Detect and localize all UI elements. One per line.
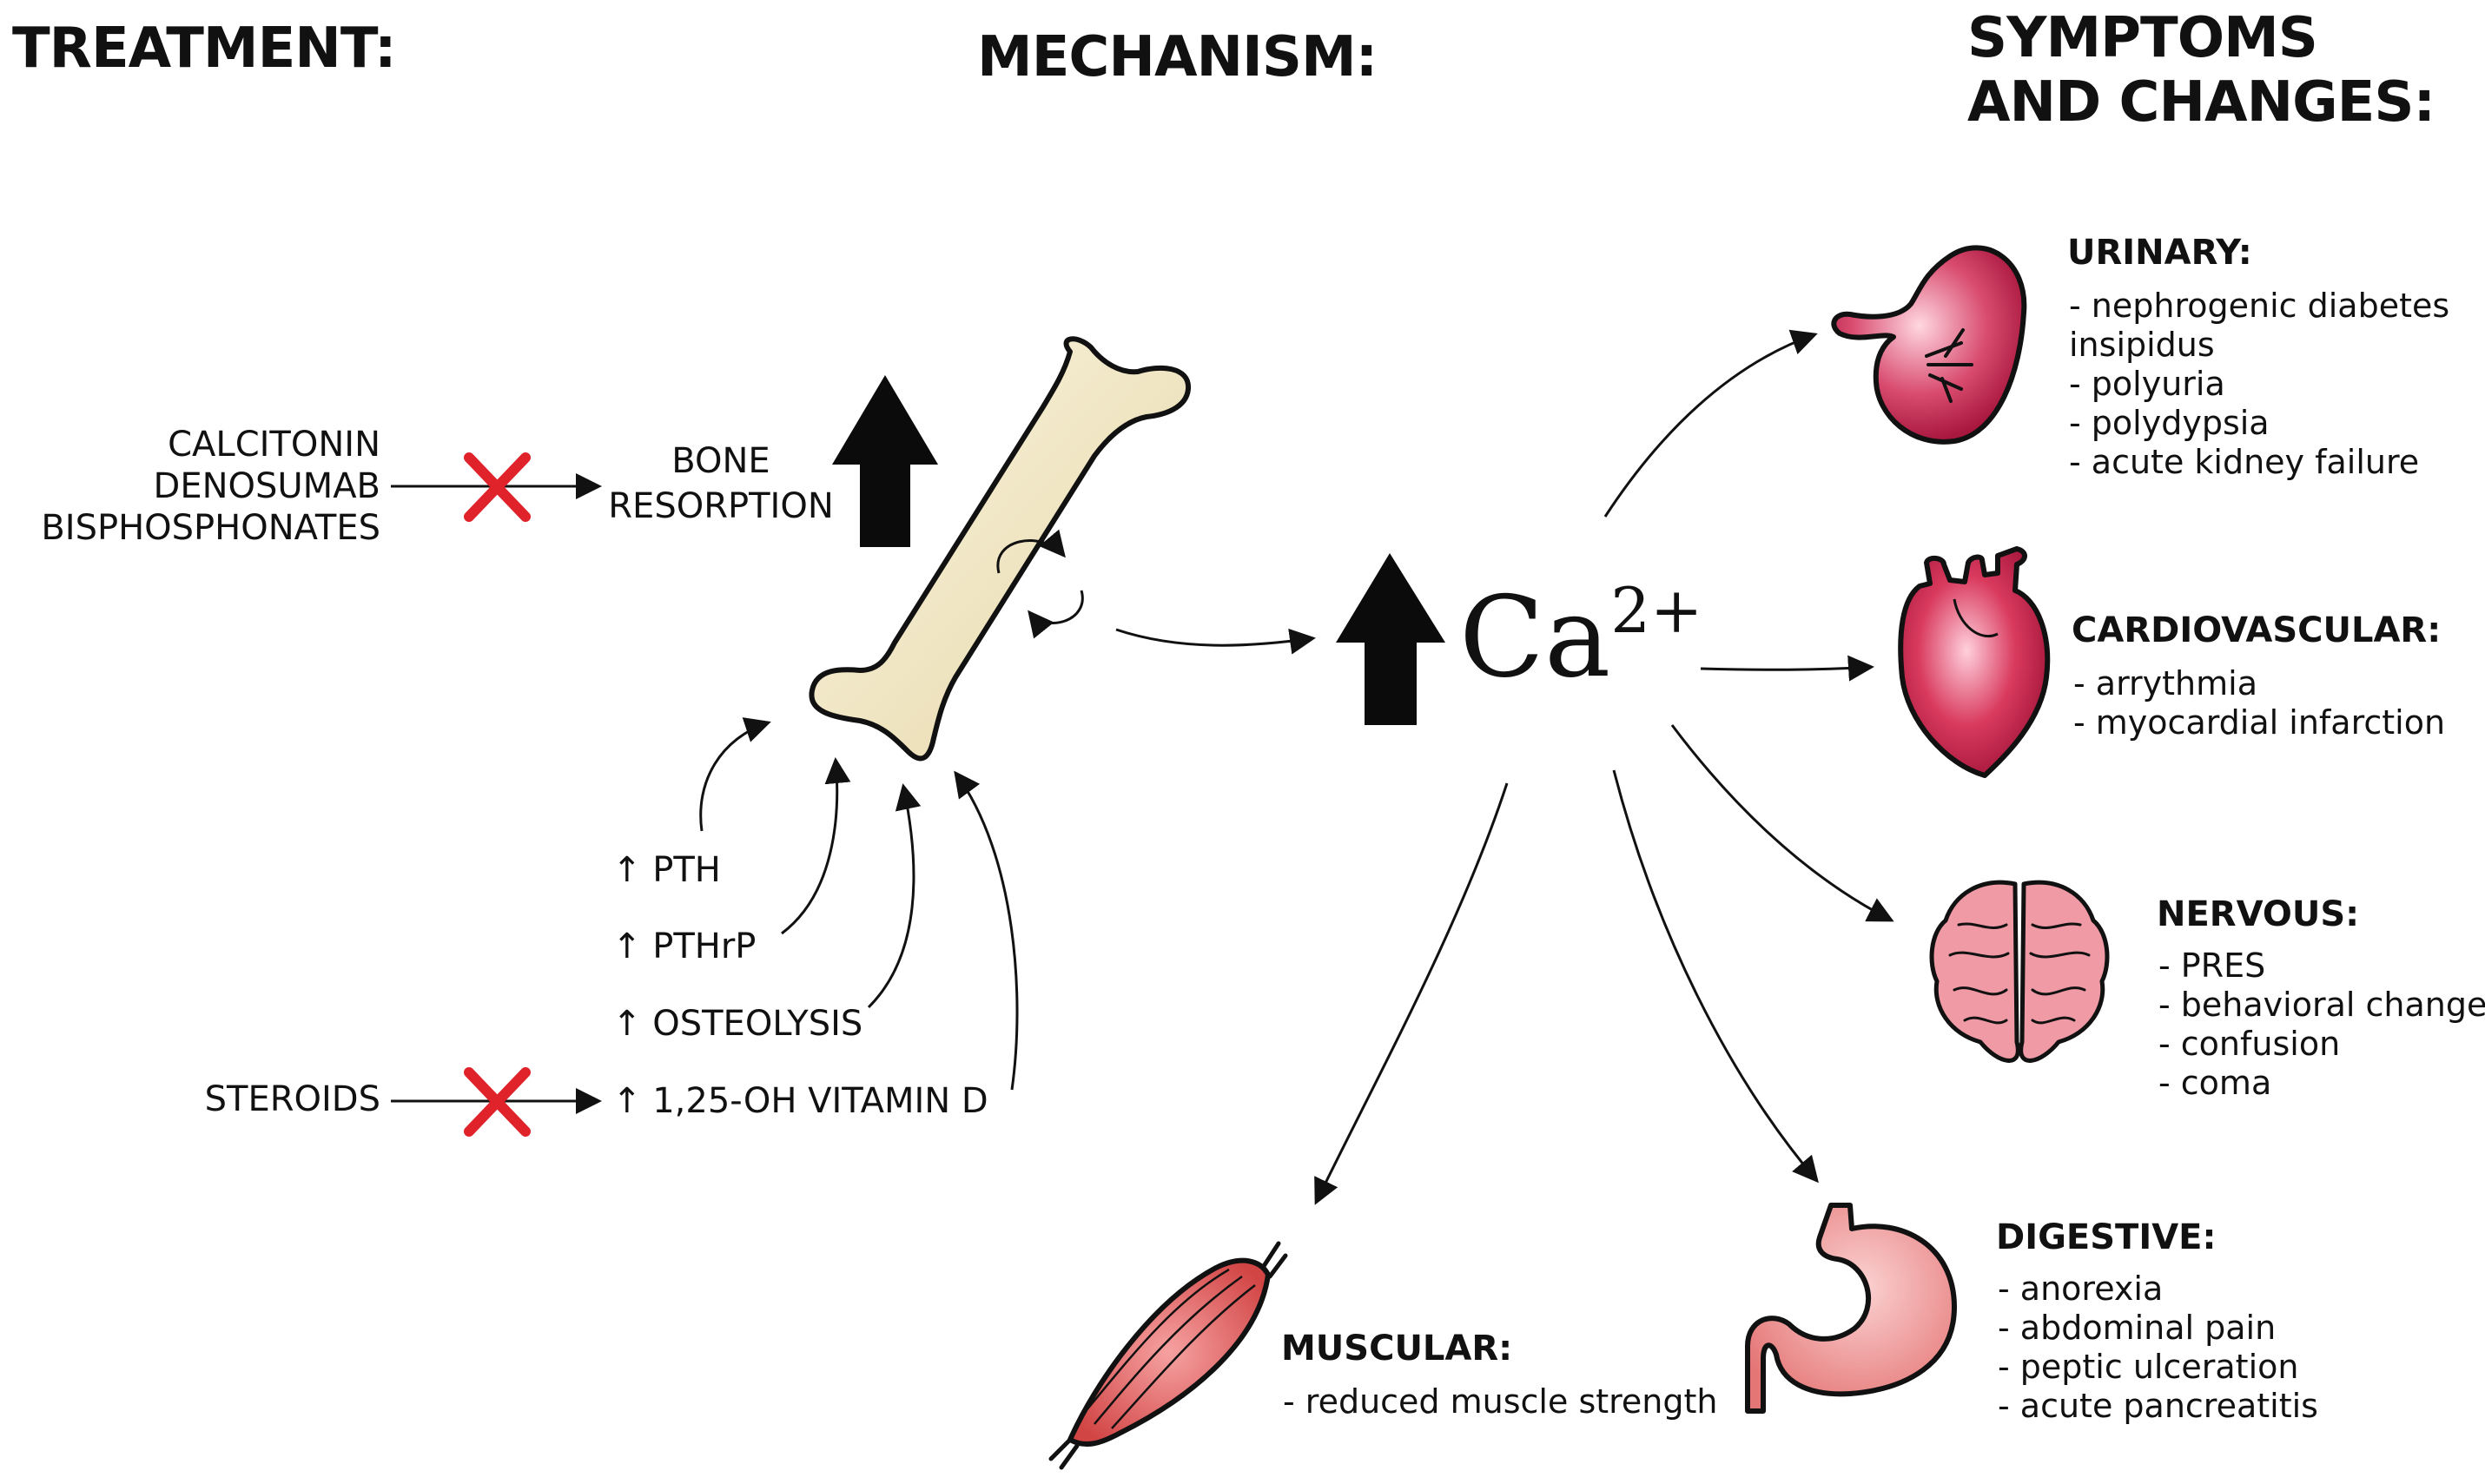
arrow-to-urinary [1603, 329, 1818, 518]
treatment-steroids: STEROIDS [204, 1079, 380, 1119]
bone-resorption-line2: RESORPTION [608, 486, 834, 526]
blocked-x-icon [464, 452, 531, 522]
brain-icon [1929, 880, 2110, 1063]
digestive-title: DIGESTIVE: [1996, 1217, 2217, 1257]
bone-icon [809, 336, 1191, 762]
factor-pthrp: ↑ PTHrP [612, 927, 757, 966]
up-arrow-icon [1336, 553, 1445, 725]
treatment-calcitonin: CALCITONIN [168, 425, 380, 465]
list-item: - anorexia [1998, 1270, 2164, 1308]
arrow-to-cardiovascular [1700, 655, 1874, 682]
factor-pth: ↑ PTH [612, 850, 721, 890]
calcium-charge: 2+ [1610, 574, 1703, 647]
mechanism-heading: MECHANISM: [977, 25, 1378, 89]
list-item: insipidus [2069, 326, 2215, 364]
symptoms-heading: SYMPTOMS AND CHANGES: [1967, 6, 2435, 135]
factor-arrow-vitd [954, 770, 1019, 1091]
list-item: - arrythmia [2073, 664, 2257, 702]
digestive-list: - anorexia - abdominal pain - peptic ulc… [1998, 1270, 2318, 1426]
bone-resorption-label: BONE RESORPTION [608, 439, 834, 529]
list-item: - PRES [2158, 946, 2266, 985]
list-item: - coma [2158, 1064, 2272, 1102]
factor-osteolysis: ↑ OSTEOLYSIS [612, 1004, 863, 1044]
list-item: - polyuria [2069, 365, 2225, 403]
list-item: - acute pancreatitis [1998, 1387, 2318, 1425]
list-item: - abdominal pain [1998, 1309, 2277, 1347]
arrow-to-muscular [1314, 782, 1509, 1205]
list-item: - peptic ulceration [1998, 1348, 2299, 1386]
calcium-ion-label: Ca2+ [1459, 573, 1702, 702]
factor-arrow-pthrp [781, 757, 851, 935]
muscular-list: - reduced muscle strength [1283, 1382, 1718, 1421]
muscular-title: MUSCULAR: [1281, 1329, 1513, 1369]
factor-arrow-osteolysis [867, 783, 922, 1009]
heart-icon [1898, 546, 2051, 778]
cardiovascular-title: CARDIOVASCULAR: [2072, 610, 2442, 650]
arrow-to-digestive [1612, 769, 1819, 1184]
urinary-title: URINARY: [2067, 233, 2252, 273]
treatment-bisphosphonates: BISPHOSPHONATES [41, 508, 380, 548]
list-item: - behavioral changes [2158, 986, 2485, 1024]
urinary-list: - nephrogenic diabetes insipidus - polyu… [2069, 287, 2449, 482]
cardiovascular-list: - arrythmia - myocardial infarction [2073, 664, 2445, 742]
treatment-denosumab: DENOSUMAB [153, 466, 380, 506]
factor-arrow-pth [699, 717, 771, 832]
list-item: - nephrogenic diabetes [2069, 287, 2450, 325]
up-arrow-icon [832, 375, 938, 547]
list-item: - acute kidney failure [2069, 443, 2420, 481]
treatment-heading: TREATMENT: [12, 16, 397, 81]
kidney-icon [1831, 245, 2027, 445]
factor-vitamin-d: ↑ 1,25-OH VITAMIN D [612, 1081, 988, 1121]
blocked-x-icon [464, 1067, 531, 1137]
nervous-title: NERVOUS: [2157, 894, 2360, 934]
list-item: - confusion [2158, 1025, 2341, 1063]
arrow-to-nervous [1670, 724, 1894, 922]
calcium-base: Ca [1459, 573, 1611, 702]
list-item: - myocardial infarction [2073, 703, 2446, 742]
bone-to-calcium-arrow [1115, 628, 1316, 655]
bone-resorption-line1: BONE [671, 441, 770, 481]
symptoms-heading-line1: SYMPTOMS [1967, 6, 2318, 70]
muscle-icon [1048, 1241, 1288, 1470]
list-item: - reduced muscle strength [1283, 1382, 1718, 1421]
symptoms-heading-line2: AND CHANGES: [1967, 69, 2435, 135]
treatment-list-top: CALCITONIN DENOSUMAB BISPHOSPHONATES [35, 424, 380, 549]
nervous-list: - PRES - behavioral changes - confusion … [2158, 946, 2485, 1103]
list-item: - polydypsia [2069, 404, 2270, 442]
stomach-icon [1745, 1203, 1957, 1414]
